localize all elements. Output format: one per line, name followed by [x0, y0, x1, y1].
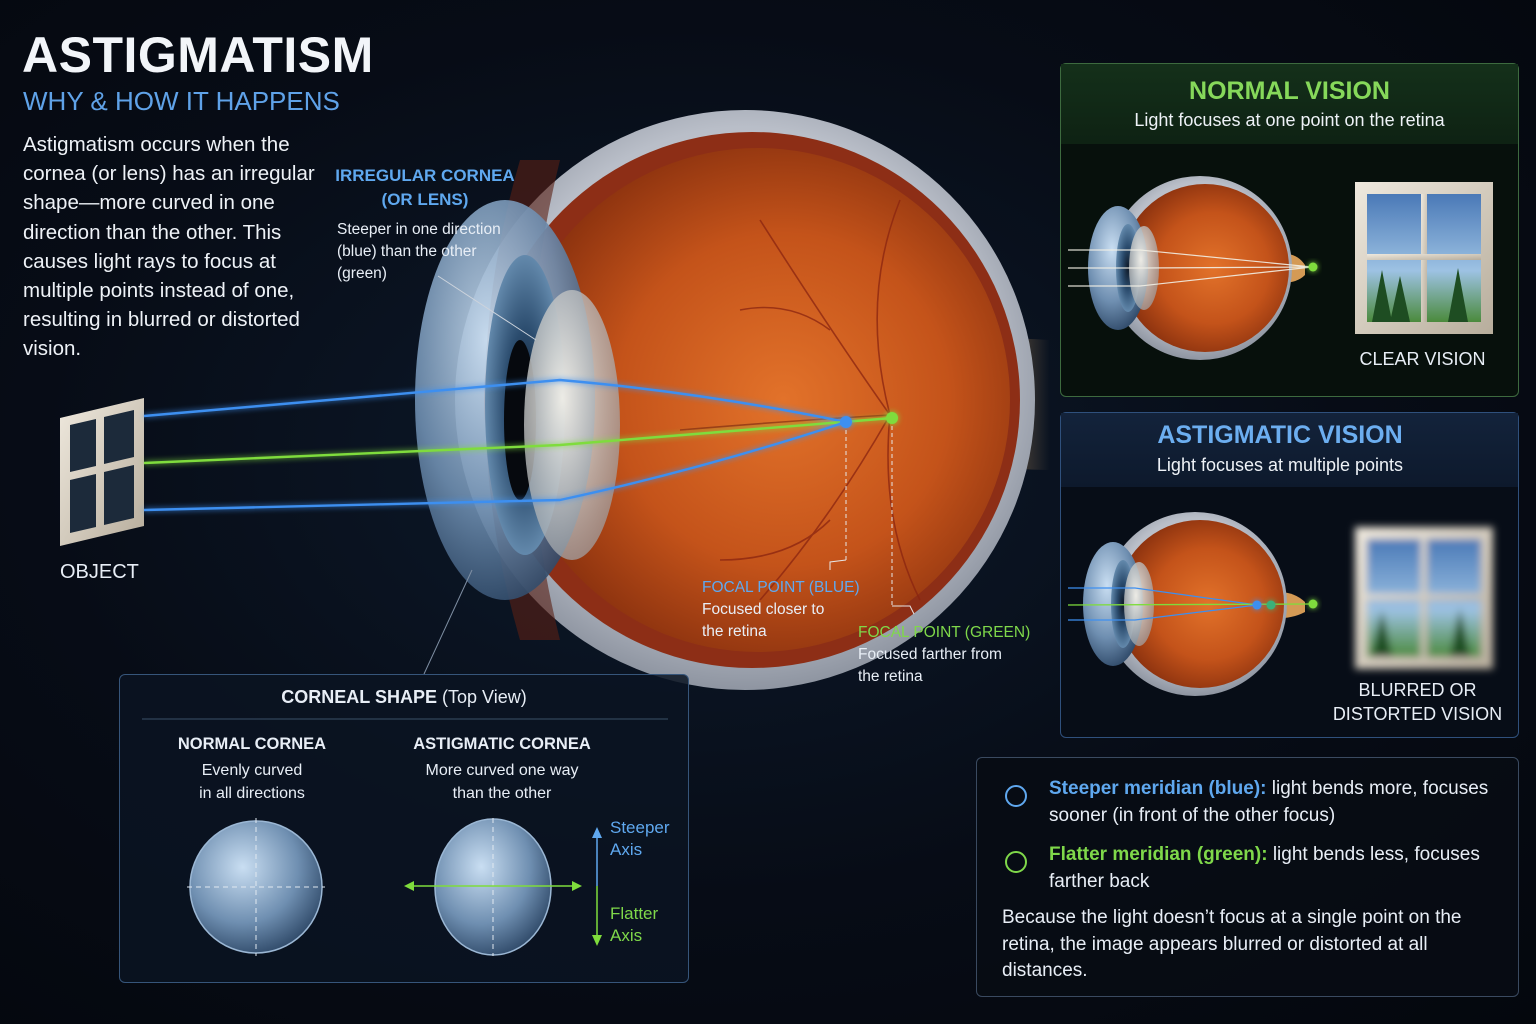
astigmatic-vision-title: ASTIGMATIC VISION: [1157, 421, 1403, 449]
legend-steeper: Steeper meridian (blue): light bends mor…: [1049, 776, 1489, 829]
blue-ray-top: [143, 378, 847, 424]
cornea-pointer: [437, 275, 537, 341]
normal-cornea-desc-1: Evenly curved: [201, 762, 303, 779]
intro-paragraph: Astigmatism occurs when the cornea (or l…: [23, 133, 315, 361]
normal-vision-header: [1061, 64, 1518, 144]
normal-vision-title: NORMAL VISION: [1189, 77, 1390, 105]
flatter-axis-label: Flatter Axis: [610, 903, 658, 947]
legend-note: Because the light doesn’t focus at a sin…: [1002, 907, 1462, 981]
astigmatic-cornea-desc-1: More curved one way: [425, 762, 579, 779]
legend-flatter-label: Flatter meridian (green):: [1049, 844, 1268, 865]
lens: [524, 290, 620, 560]
astigmatic-vision-subtitle: Light focuses at multiple points: [1156, 455, 1404, 475]
flatter-axis-line1: Flatter: [610, 904, 659, 923]
object-window: [60, 398, 144, 546]
focal-blue-desc-2: the retina: [702, 623, 767, 640]
normal-vision-subtitle: Light focuses at one point on the retina: [1134, 110, 1445, 130]
retina: [506, 148, 1010, 652]
legend-flatter-text: light bends less, focuses farther back: [1049, 844, 1480, 892]
irregular-cornea-title-line2: (OR LENS): [381, 190, 469, 209]
page-title: ASTIGMATISM: [22, 27, 374, 83]
main-eye: [415, 110, 1050, 690]
astigmatic-cornea-desc: More curved one way than the other: [392, 759, 612, 805]
focal-point-blue-label: FOCAL POINT (BLUE) Focused closer to the…: [702, 577, 860, 643]
legend-steeper-text: light bends more, focuses sooner (in fro…: [1049, 778, 1489, 826]
corneal-shape-heading-note: (Top View): [442, 687, 527, 707]
focal-point-blue-dot: [840, 416, 852, 428]
irregular-cornea-title-line1: IRREGULAR CORNEA: [335, 166, 515, 185]
irregular-cornea-title: IRREGULAR CORNEA (OR LENS): [320, 164, 530, 212]
irregular-cornea-desc: Steeper in one direction (blue) than the…: [337, 221, 501, 282]
focal-point-green-label: FOCAL POINT (GREEN) Focused farther from…: [858, 622, 1030, 688]
legend-steeper-label: Steeper meridian (blue):: [1049, 778, 1267, 799]
page-subtitle: WHY & HOW IT HAPPENS: [23, 86, 340, 116]
clear-vision-label: CLEAR VISION: [1359, 349, 1486, 369]
normal-cornea-title: NORMAL CORNEA: [177, 735, 327, 753]
focal-green-title: FOCAL POINT (GREEN): [858, 624, 1031, 641]
focal-blue-title: FOCAL POINT (BLUE): [702, 579, 860, 596]
focal-green-desc-1: Focused farther from: [858, 646, 1002, 663]
blurred-label-line1: BLURRED OR: [1358, 680, 1477, 700]
focal-blue-tick: [829, 559, 847, 570]
steeper-axis-line2: Axis: [610, 840, 643, 859]
astigmatic-vision-header: [1061, 413, 1518, 487]
blurred-vision-label: BLURRED OR DISTORTED VISION: [1320, 678, 1515, 726]
blurred-label-line2: DISTORTED VISION: [1332, 704, 1503, 724]
legend-flatter: Flatter meridian (green): light bends le…: [1049, 842, 1489, 895]
focal-green-desc-2: the retina: [858, 668, 923, 685]
astigmatic-cornea-title: ASTIGMATIC CORNEA: [413, 735, 591, 753]
object-label: OBJECT: [60, 561, 139, 583]
legend-panel: [976, 757, 1519, 997]
steeper-axis-line1: Steeper: [610, 818, 670, 837]
focal-blue-desc-1: Focused closer to: [702, 601, 825, 618]
corneal-shape-panel: [119, 674, 689, 983]
cornea-shape-pointer: [423, 569, 473, 675]
normal-cornea-desc: Evenly curved in all directions: [152, 759, 352, 805]
steeper-axis-label: Steeper Axis: [610, 817, 670, 861]
normal-cornea-desc-2: in all directions: [199, 785, 305, 802]
focal-green-tick: [892, 605, 915, 615]
corneal-shape-heading: CORNEAL SHAPE (Top View): [120, 687, 688, 708]
focal-point-green-dot: [886, 412, 898, 424]
astigmatic-cornea-desc-2: than the other: [452, 785, 552, 802]
flatter-axis-line2: Axis: [610, 926, 643, 945]
blue-ray-bottom: [143, 420, 847, 512]
corneal-shape-heading-main: CORNEAL SHAPE: [281, 687, 437, 707]
